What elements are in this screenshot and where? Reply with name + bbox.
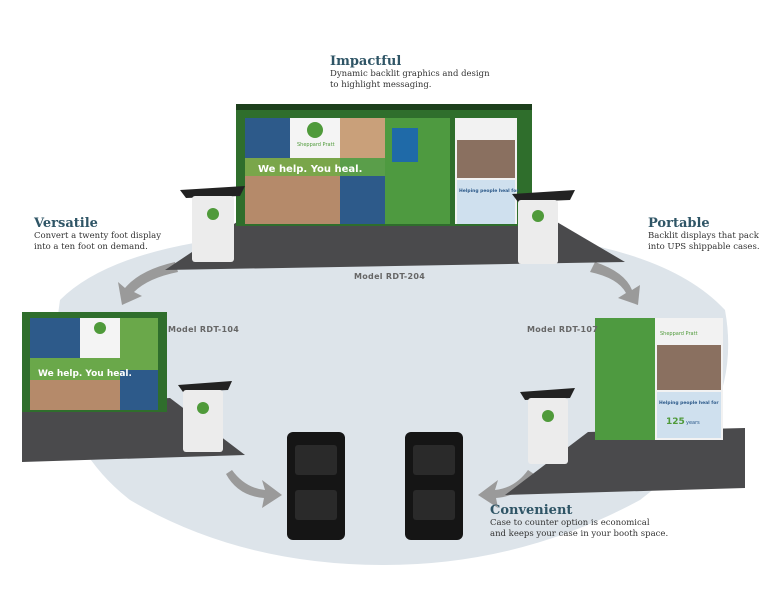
caption-line: Convert a twenty foot display xyxy=(34,231,162,241)
caption-line: into UPS shippable cases. xyxy=(648,242,760,252)
caption-line: Dynamic backlit graphics and design xyxy=(330,69,490,79)
caption-line: Case to counter option is economical xyxy=(490,518,650,528)
caption-title: Impactful xyxy=(330,54,402,69)
caption-line: and keeps your case in your booth space. xyxy=(490,529,669,539)
model-label-center: Model RDT-204 xyxy=(354,272,426,281)
caption-portable: Portable Backlit displays that pack into… xyxy=(648,216,760,253)
counter-left xyxy=(192,196,234,262)
floor-right xyxy=(505,428,745,495)
wall-right xyxy=(595,318,655,440)
arrow-bottom-right-icon xyxy=(478,470,534,508)
caption-impactful: Impactful Dynamic backlit graphics and d… xyxy=(330,54,490,91)
caption-line: to highlight messaging. xyxy=(330,80,432,90)
floor-center xyxy=(165,215,625,270)
caption-title: Convenient xyxy=(490,503,573,518)
arrow-left-icon xyxy=(118,262,178,305)
model-label-left: Model RDT-104 xyxy=(168,325,240,334)
counter-right-booth xyxy=(528,398,568,464)
graphic-slogan-left: We help. You heal. xyxy=(38,369,132,379)
caption-line: into a ten foot on demand. xyxy=(34,242,148,252)
graphic-slogan-center: We help. You heal. xyxy=(258,164,362,175)
arrow-right-icon xyxy=(590,262,640,305)
graphic-helping-right: Helping people heal for xyxy=(659,400,719,406)
model-label-right: Model RDT-107 xyxy=(527,325,599,334)
counter-right xyxy=(518,200,558,264)
arrow-bottom-left-icon xyxy=(226,470,282,508)
graphic-brand-right: Sheppard Pratt xyxy=(660,331,698,337)
caption-title: Versatile xyxy=(34,216,98,231)
graphic-years-label: years xyxy=(686,420,700,426)
graphic-helping-center: Helping people heal for xyxy=(459,188,519,194)
caption-title: Portable xyxy=(648,216,710,231)
caption-convenient: Convenient Case to counter option is eco… xyxy=(490,503,669,540)
graphic-brand-center: Sheppard Pratt xyxy=(297,142,335,148)
counter-left-booth xyxy=(183,390,223,452)
graphic-years: 125 xyxy=(666,417,685,427)
caption-versatile: Versatile Convert a twenty foot display … xyxy=(34,216,162,253)
caption-line: Backlit displays that pack xyxy=(648,231,759,241)
